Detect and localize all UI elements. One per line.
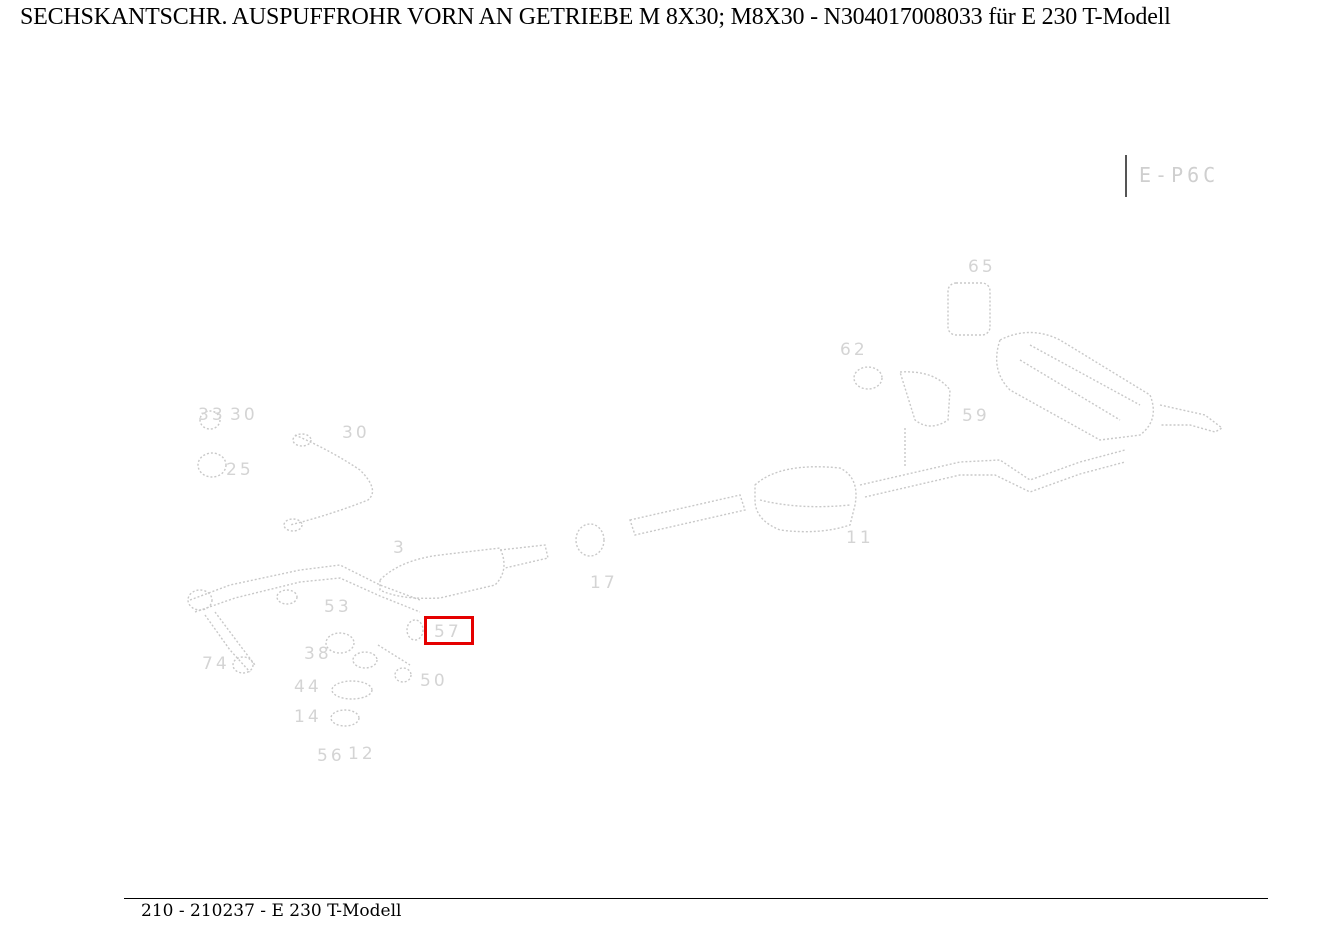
- part-label-12[interactable]: 12: [348, 744, 376, 764]
- part-label-11[interactable]: 11: [846, 528, 874, 548]
- logo-text: E-P6C: [1139, 163, 1220, 187]
- part-label-53[interactable]: 53: [324, 597, 352, 617]
- part-label-59[interactable]: 59: [962, 406, 990, 426]
- part-label-30b[interactable]: 30: [342, 423, 370, 443]
- part-label-14[interactable]: 14: [294, 707, 322, 727]
- part-label-65[interactable]: 65: [968, 257, 996, 277]
- part-label-33[interactable]: 33: [198, 405, 226, 425]
- footer-model-info: 210 - 210237 - E 230 T-Modell: [141, 901, 402, 921]
- footer-divider: [124, 898, 1268, 899]
- part-label-38[interactable]: 38: [304, 644, 332, 664]
- part-label-74[interactable]: 74: [202, 654, 230, 674]
- part-label-25[interactable]: 25: [226, 460, 254, 480]
- selected-part-highlight: [424, 616, 474, 645]
- part-label-57-highlighted[interactable]: 57: [434, 622, 462, 642]
- part-label-56[interactable]: 56: [317, 746, 345, 766]
- page-title: SECHSKANTSCHR. AUSPUFFROHR VORN AN GETRI…: [20, 4, 1171, 30]
- diagram-logo: E-P6C: [1125, 155, 1252, 197]
- part-label-44[interactable]: 44: [294, 677, 322, 697]
- part-label-50[interactable]: 50: [420, 671, 448, 691]
- part-label-17[interactable]: 17: [590, 573, 618, 593]
- part-label-62[interactable]: 62: [840, 340, 868, 360]
- part-label-3[interactable]: 3: [393, 538, 407, 558]
- part-label-30[interactable]: 30: [230, 405, 258, 425]
